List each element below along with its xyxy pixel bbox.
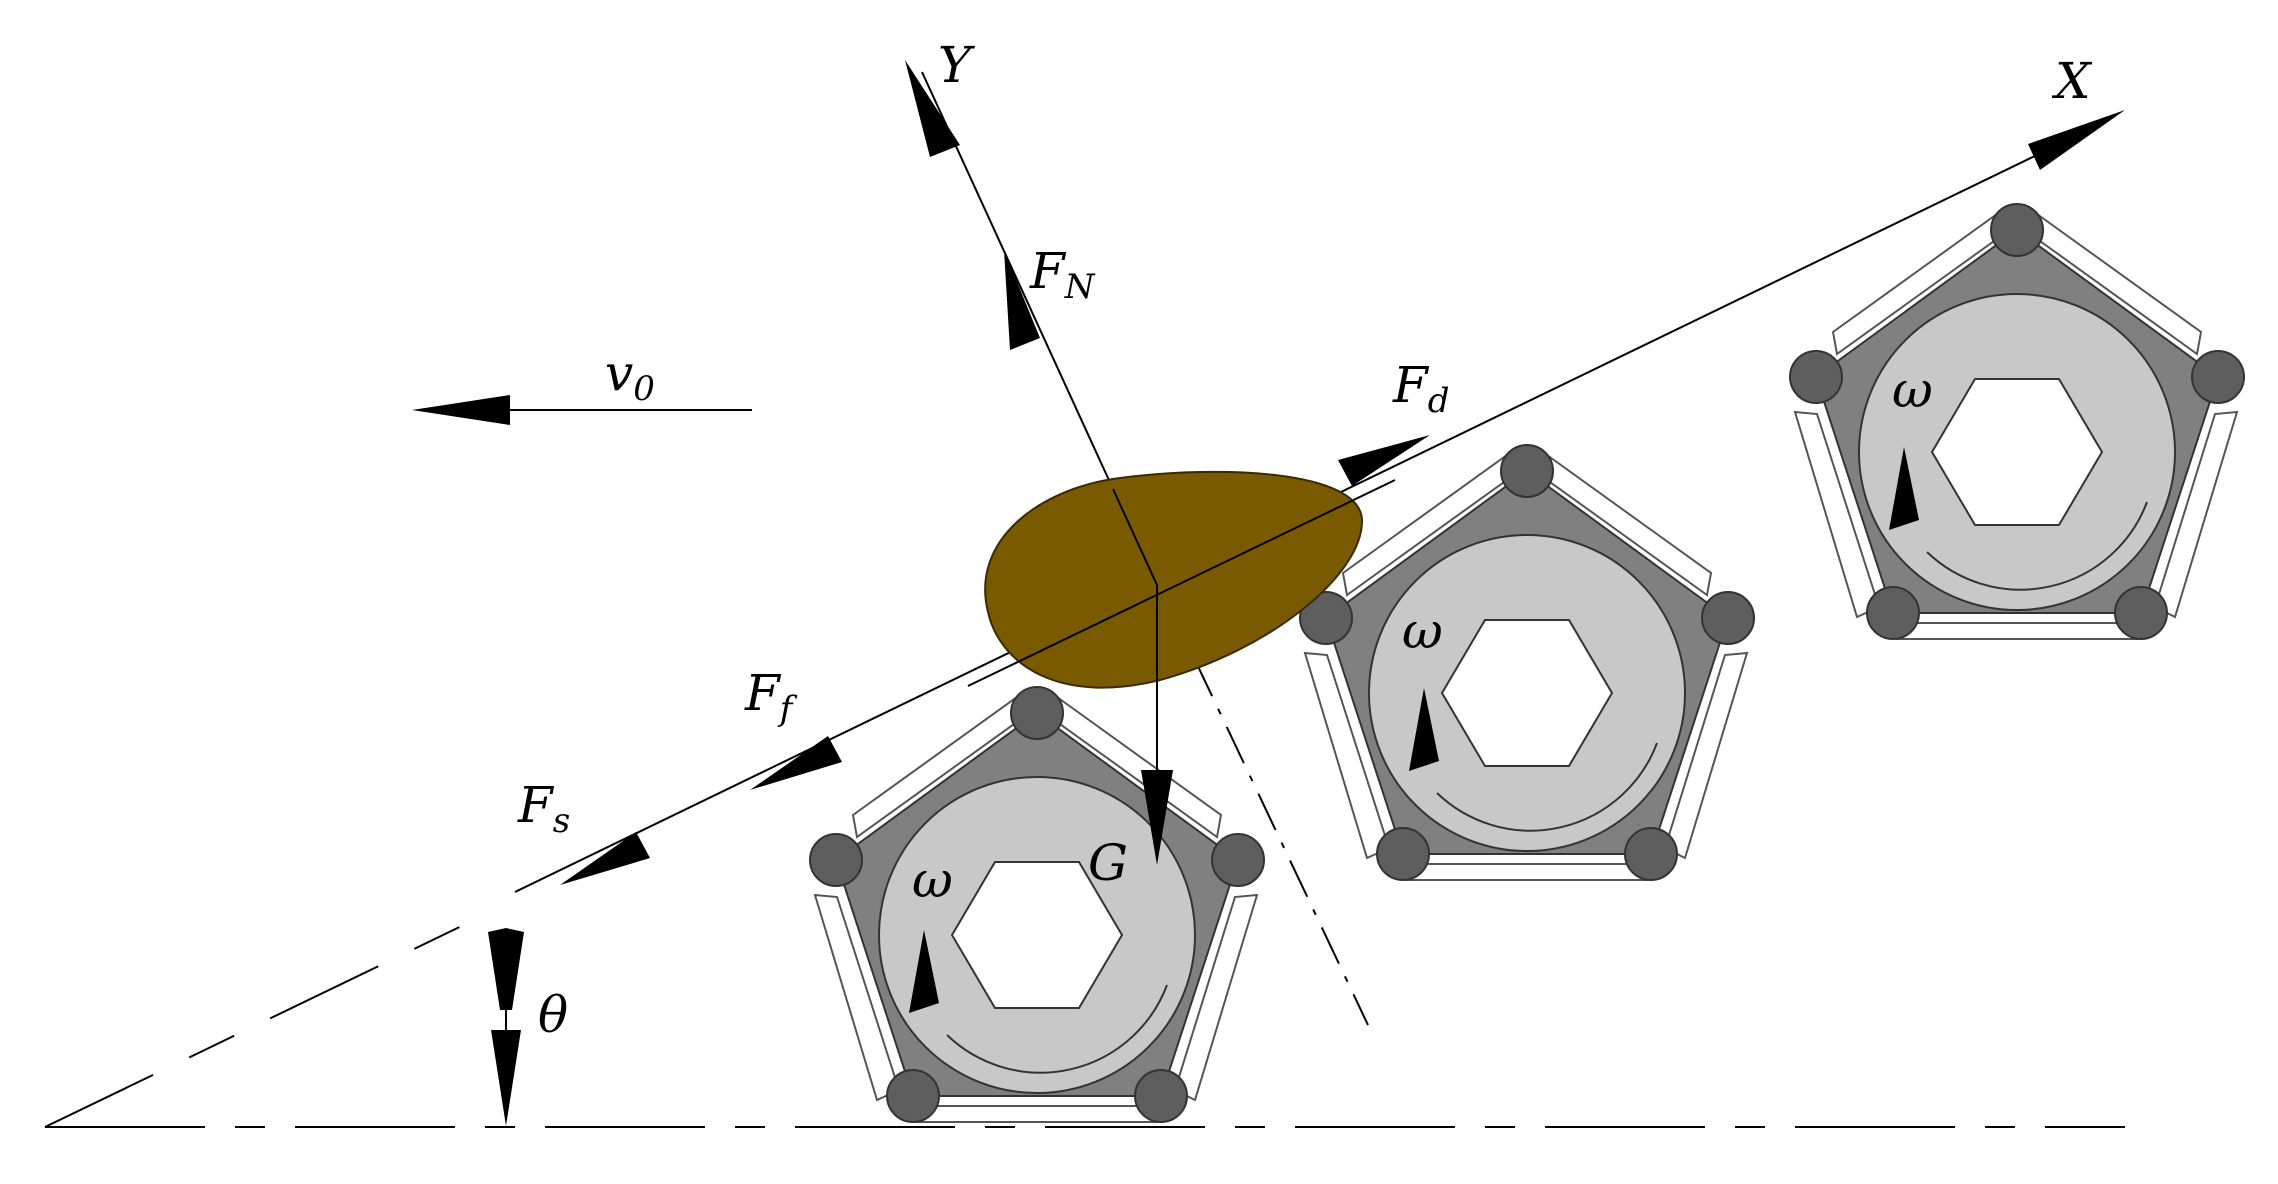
velocity-arrowhead	[412, 395, 510, 425]
x-axis-label: X	[2051, 52, 2093, 110]
roller-2: ω	[1299, 444, 1755, 881]
y-axis-overlay	[1112, 488, 1158, 586]
fn-label: FN	[1029, 242, 1096, 307]
incline-line	[44, 921, 471, 1128]
theta-label: θ	[538, 986, 568, 1044]
y-axis-arrowhead	[905, 60, 960, 157]
roller-1: ω	[809, 686, 1265, 1123]
hex-hole	[1930, 378, 2104, 526]
x-axis-overlay	[967, 479, 1396, 687]
theta-arrowhead-down	[491, 1030, 521, 1126]
roller-3: ω	[1789, 203, 2245, 640]
fs-label: Fs	[517, 776, 570, 841]
particle	[984, 470, 1364, 689]
omega-label: ω	[1892, 361, 1933, 419]
gravity-arrowhead	[1141, 770, 1173, 865]
omega-label: ω	[1402, 602, 1443, 660]
hex-hole	[1440, 619, 1614, 767]
hex-hole	[950, 861, 1124, 1009]
x-axis-arrowhead	[2028, 110, 2125, 170]
theta-arrowhead-up	[488, 928, 524, 1010]
fs-arrowhead	[560, 832, 650, 885]
ff-arrowhead	[750, 736, 842, 790]
omega-arrow	[909, 930, 939, 1013]
ff-label: Ff	[744, 664, 798, 729]
velocity-label: v0	[605, 344, 655, 409]
fd-label: Fd	[1392, 356, 1449, 421]
omega-label: ω	[912, 851, 953, 909]
gravity-label: G	[1088, 834, 1128, 892]
fd-arrowhead	[1338, 435, 1430, 486]
omega-arrow	[1409, 688, 1439, 771]
fn-arrowhead	[1004, 250, 1040, 350]
y-axis-label: Y	[938, 36, 975, 94]
omega-arrow	[1889, 447, 1919, 530]
